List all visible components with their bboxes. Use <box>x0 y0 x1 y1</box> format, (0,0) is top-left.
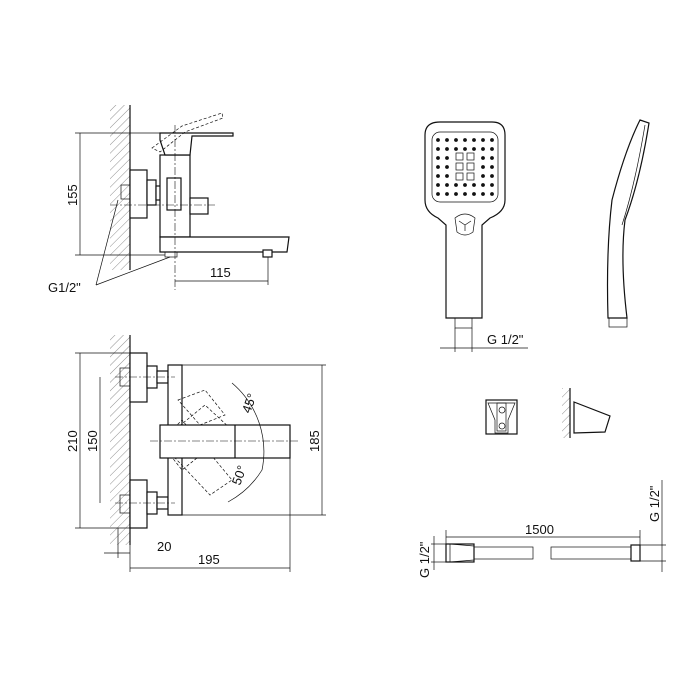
nozzle-dot <box>490 183 494 187</box>
shower-holder <box>485 388 611 438</box>
dim-label-155: 155 <box>65 184 80 206</box>
faucet-side-view: 155 115 G1/2" <box>48 105 290 295</box>
wall-hatch <box>110 335 130 545</box>
dim-label-20: 20 <box>157 539 171 554</box>
nozzle-dot <box>445 138 449 142</box>
wall-hatch <box>110 105 130 270</box>
nozzle-dot <box>436 156 440 160</box>
nozzle-dot <box>454 192 458 196</box>
nozzle-dot <box>454 147 458 151</box>
nozzle-dot <box>490 192 494 196</box>
nozzle-dot <box>436 147 440 151</box>
shower-hose: 1500 G 1/2" G 1/2" <box>417 480 666 578</box>
nozzle-dot <box>463 192 467 196</box>
dim-label-150: 150 <box>85 430 100 452</box>
spray-nozzles <box>436 138 494 196</box>
angle-label-45: 45° <box>239 391 260 415</box>
hose-thread-right: G 1/2" <box>647 485 662 522</box>
nozzle-dot <box>445 174 449 178</box>
nozzle-dot <box>481 147 485 151</box>
spout-handle <box>159 424 291 459</box>
nozzle-dot <box>490 165 494 169</box>
dim-label-210: 210 <box>65 430 80 452</box>
dim-label-115: 115 <box>210 265 231 280</box>
nozzle-dot <box>436 192 440 196</box>
nozzle-dot <box>445 183 449 187</box>
escutcheon-top <box>129 352 148 403</box>
nozzle-square <box>455 152 464 161</box>
hose-thread-left: G 1/2" <box>417 541 432 578</box>
nozzle-square <box>466 152 475 161</box>
faucet-front-view: 45° 50° 210 150 185 20 195 <box>65 335 326 572</box>
hose-length-label: 1500 <box>525 522 554 537</box>
nozzle-dot <box>472 147 476 151</box>
spout <box>159 236 290 253</box>
nozzle-square <box>455 162 464 171</box>
nozzle-dot <box>481 156 485 160</box>
nozzle-dot <box>436 165 440 169</box>
nozzle-dot <box>445 192 449 196</box>
dim-label-195: 195 <box>198 552 220 567</box>
nozzle-dot <box>481 165 485 169</box>
nozzle-dot <box>472 138 476 142</box>
nozzle-dot <box>472 192 476 196</box>
escutcheon-bottom <box>129 479 148 529</box>
thread-label-g12: G1/2" <box>48 280 81 295</box>
nozzle-dot <box>454 138 458 142</box>
escutcheon <box>129 169 148 219</box>
nozzle-dot <box>481 138 485 142</box>
nozzle-dot <box>436 174 440 178</box>
hand-shower-side <box>606 119 650 328</box>
nozzle-dot <box>463 138 467 142</box>
nozzle-dot <box>463 147 467 151</box>
lever-handle <box>159 132 234 156</box>
nozzle-square <box>466 162 475 171</box>
nozzle-dot <box>436 138 440 142</box>
dim-label-185: 185 <box>307 430 322 452</box>
nozzle-dot <box>490 138 494 142</box>
nozzle-dot <box>445 147 449 151</box>
nozzle-dot <box>481 174 485 178</box>
nozzle-dot <box>481 192 485 196</box>
nozzle-dot <box>436 183 440 187</box>
nozzle-dot <box>481 183 485 187</box>
nozzle-square <box>466 172 475 181</box>
nozzle-dot <box>445 156 449 160</box>
nozzle-dot <box>490 174 494 178</box>
nozzle-dot <box>472 183 476 187</box>
angle-label-50: 50° <box>229 463 250 487</box>
nozzle-square <box>455 172 464 181</box>
nozzle-dot <box>463 183 467 187</box>
nozzle-dot <box>490 156 494 160</box>
shower-thread-label: G 1/2" <box>487 332 524 347</box>
hand-shower-front: G 1/2" <box>424 121 528 352</box>
nozzle-dot <box>454 183 458 187</box>
nozzle-dot <box>445 165 449 169</box>
nozzle-dot <box>490 147 494 151</box>
